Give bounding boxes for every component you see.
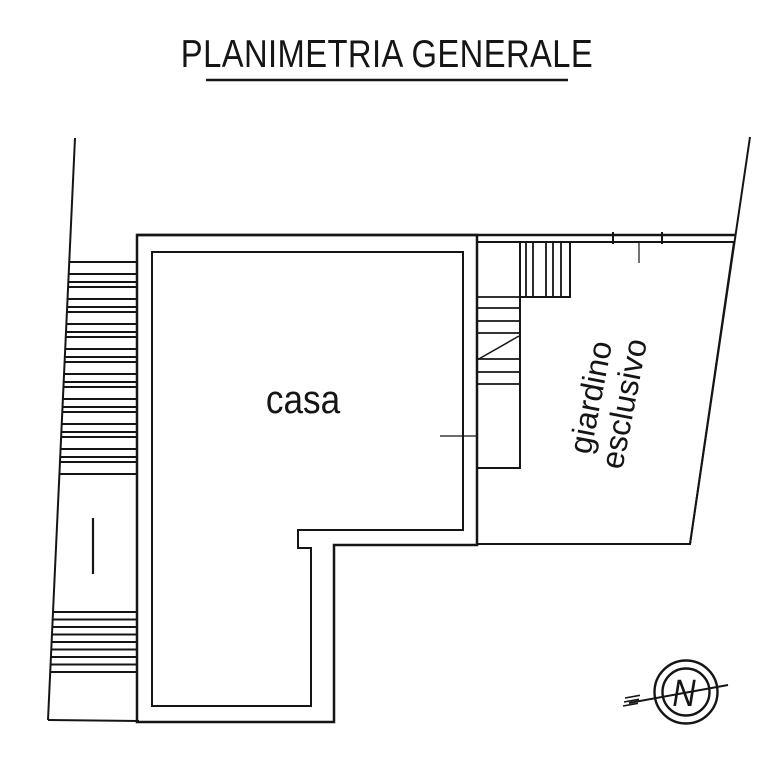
stairs-up-arrow-icon <box>91 518 95 574</box>
external-staircase <box>50 261 137 673</box>
compass-feathers <box>622 694 641 707</box>
north-compass-icon: N <box>622 659 729 725</box>
entrance-arrow-down-icon <box>638 243 640 263</box>
left-boundary-line <box>47 137 76 721</box>
compass-north-label: N <box>672 673 696 715</box>
page-title: PLANIMETRIA GENERALE <box>181 31 593 75</box>
garden-gate-ticks <box>612 232 663 244</box>
top-stair-run <box>519 241 571 298</box>
garden-label: giardino esclusivo <box>562 336 654 472</box>
stair-direction-break-line <box>476 335 520 361</box>
entrance-arrow-left-icon <box>440 435 477 437</box>
right-boundary-line <box>689 136 751 545</box>
internal-staircase-treads <box>476 243 562 385</box>
house-area <box>151 251 464 707</box>
house-outer-wall <box>135 233 479 724</box>
stair-corridor <box>476 241 521 469</box>
house-label: casa <box>266 377 340 422</box>
stairs-bottom-line <box>47 719 140 722</box>
